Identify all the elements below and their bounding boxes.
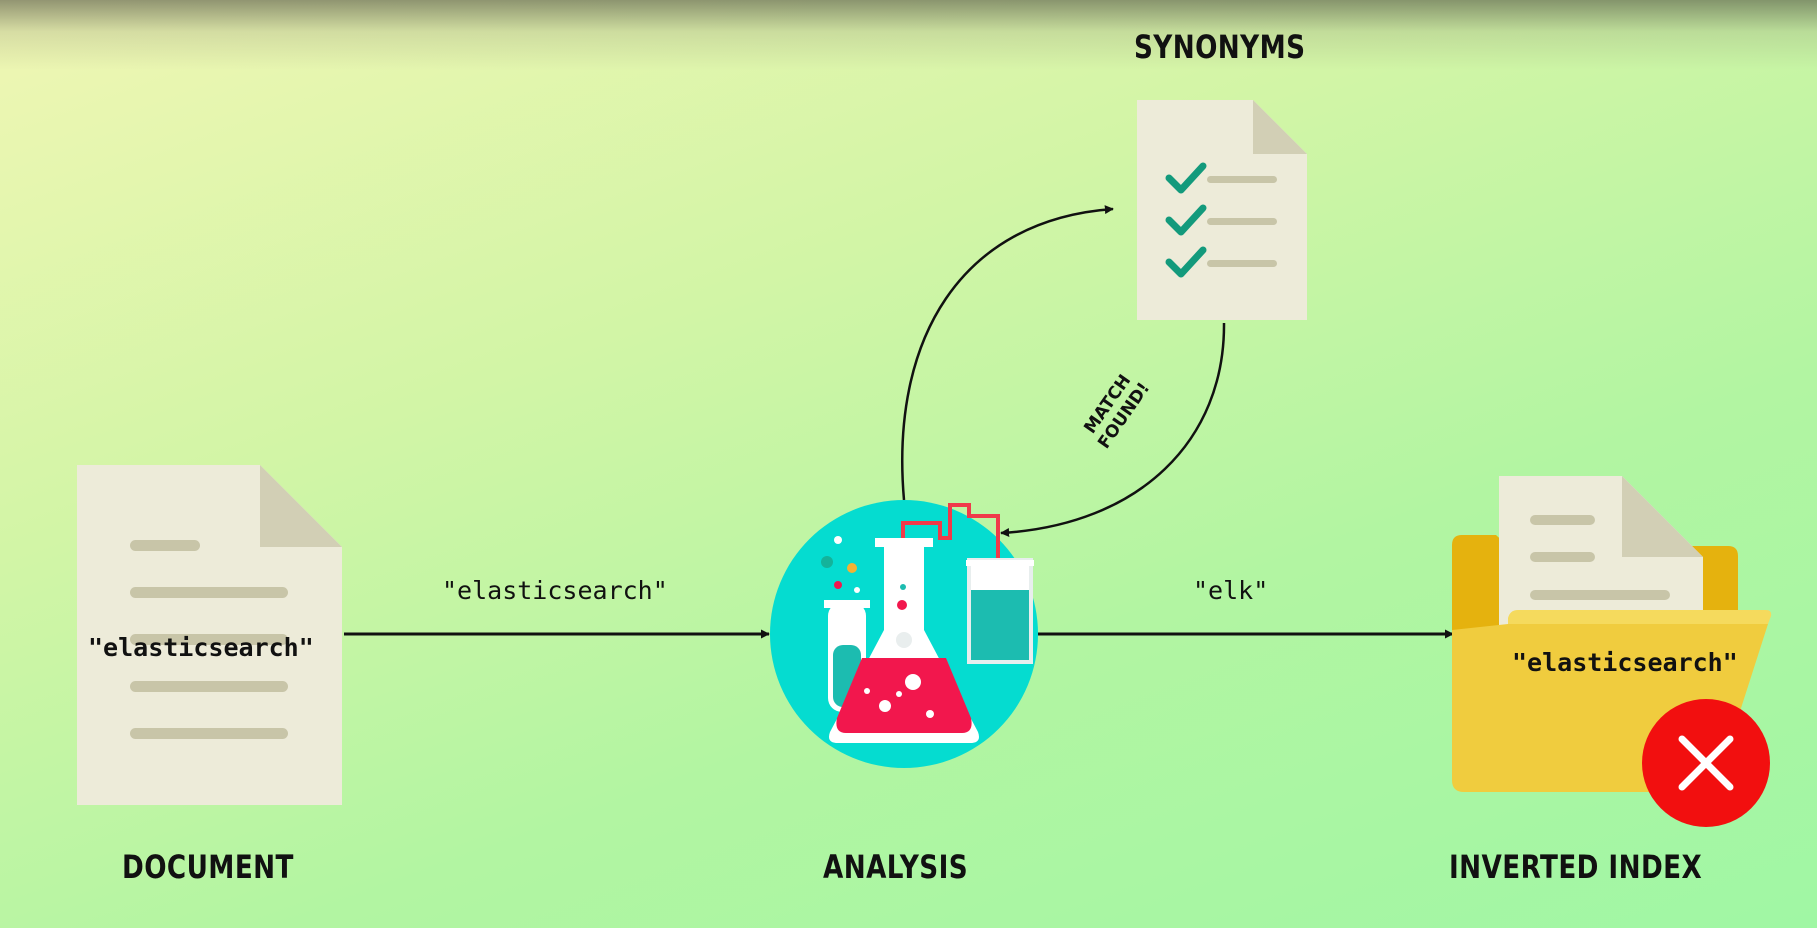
synonyms-label: SYNONYMS	[1134, 28, 1306, 66]
arrow-synonyms-to-analysis	[1000, 322, 1226, 538]
checkmark-icon	[1165, 246, 1207, 278]
checkmark-icon	[1165, 204, 1207, 236]
arrow-analysis-to-synonyms	[901, 205, 1114, 501]
inverted-index-label: INVERTED INDEX	[1449, 848, 1703, 886]
arrow-in-label: "elasticsearch"	[442, 576, 668, 605]
error-x-icon	[1642, 699, 1770, 827]
arrow-out-label: "elk"	[1193, 576, 1269, 605]
top-shade	[0, 0, 1817, 70]
lab-flask-icon	[770, 500, 1038, 768]
checkmark-icon	[1165, 162, 1207, 194]
document-label: DOCUMENT	[122, 848, 294, 886]
analysis-label: ANALYSIS	[823, 848, 969, 886]
document-icon	[77, 465, 342, 805]
synonyms-document-icon	[1137, 100, 1307, 320]
document-text: "elasticsearch"	[88, 633, 314, 662]
index-text: "elasticsearch"	[1512, 648, 1738, 677]
